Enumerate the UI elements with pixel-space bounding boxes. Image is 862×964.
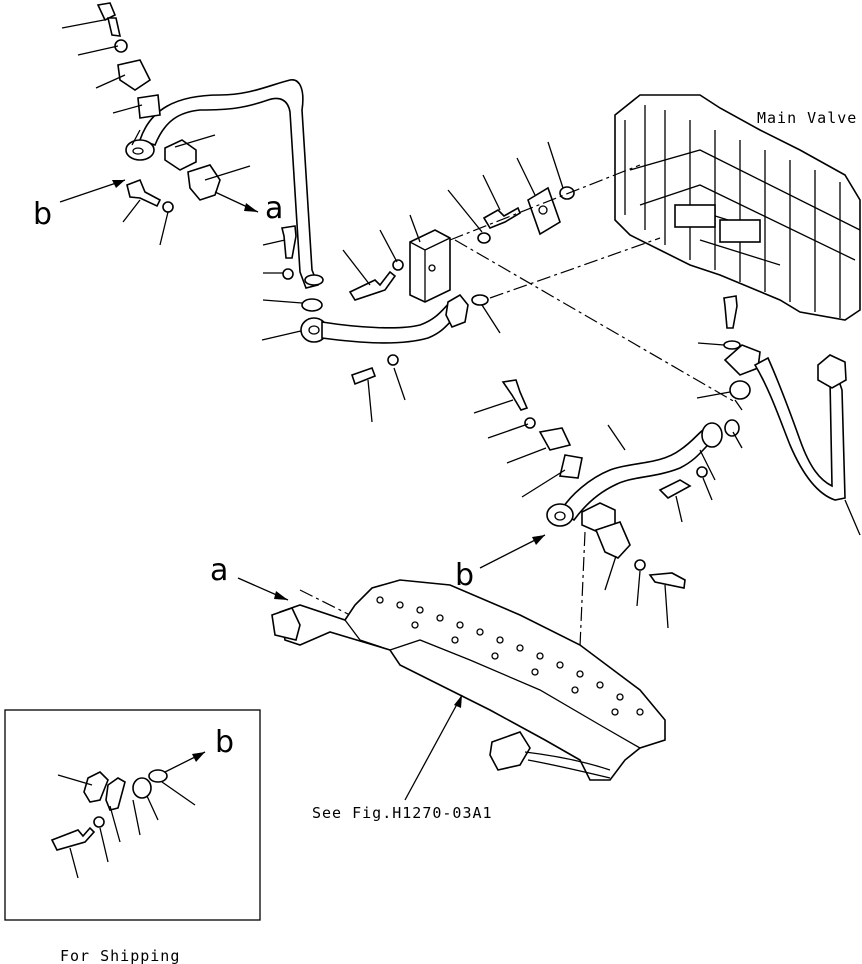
clamp-icon [538, 427, 572, 451]
bolt-icon [648, 572, 686, 589]
lower-elbow [594, 521, 631, 559]
o-ring-icon [559, 186, 575, 200]
washer-icon [392, 259, 404, 271]
flange-plate-icon [527, 186, 561, 236]
upper-tube-assembly [125, 79, 324, 289]
bolt-icon [501, 379, 529, 411]
split-flange-icon [105, 777, 126, 811]
washer-icon [524, 417, 536, 429]
o-ring-icon [724, 419, 740, 437]
upper-flange [125, 139, 155, 161]
see-fig-label: See Fig.H1270-03A1 [312, 804, 493, 822]
bolt-icon [96, 2, 122, 37]
marker-a-upper: a [265, 191, 283, 226]
bolt-icon [50, 826, 96, 851]
washer-icon [162, 201, 174, 213]
o-ring-icon [729, 380, 751, 400]
marker-b-lower: b [455, 558, 474, 593]
middle-tube [300, 293, 489, 344]
frame-bracket-right [489, 731, 531, 771]
upper-split-flange [164, 139, 197, 171]
right-tube [723, 344, 861, 536]
washer-icon [282, 268, 294, 280]
spacer-icon [559, 454, 583, 479]
washer-icon [634, 559, 646, 571]
bolt-icon [281, 225, 297, 259]
alignment-line [449, 164, 641, 241]
frame-holes [376, 596, 644, 716]
main-valve [614, 94, 861, 321]
o-ring-icon [148, 769, 168, 783]
marker-b-upper: b [33, 197, 52, 232]
split-flange-icon [83, 771, 109, 803]
bolt-icon [482, 206, 521, 229]
washer-icon [723, 340, 741, 350]
spacer-block [409, 229, 451, 303]
o-ring-icon [301, 298, 323, 312]
shipping-inset [50, 751, 206, 879]
bolt-icon [723, 295, 738, 329]
see-fig-leader [404, 694, 463, 801]
clamp-icon [117, 59, 152, 91]
lower-tube-assembly [546, 419, 740, 559]
washer-icon [114, 39, 128, 53]
washer-icon [387, 354, 399, 366]
frame-member [271, 579, 666, 781]
main-valve-label: Main Valve [757, 109, 857, 127]
washer-icon [696, 466, 708, 478]
o-ring-icon [477, 232, 491, 244]
bolt-icon [126, 178, 162, 208]
washer-icon [93, 816, 105, 828]
marker-b-inset: b [215, 725, 234, 760]
bolt-icon [658, 479, 692, 499]
bolt-icon [348, 270, 397, 301]
frame-bracket-left [271, 607, 301, 641]
o-ring-icon [471, 294, 489, 306]
alignment-line [454, 239, 736, 403]
upper-elbow [187, 164, 221, 201]
for-shipping-label: For Shipping [60, 947, 180, 964]
blank-plate-icon [132, 777, 152, 799]
alignment-line [575, 531, 586, 739]
spacer-icon [137, 94, 161, 119]
alignment-line [489, 237, 661, 299]
shipping-inset-frame [4, 709, 261, 921]
bolt-icon [350, 366, 377, 386]
marker-a-lower: a [210, 553, 228, 588]
